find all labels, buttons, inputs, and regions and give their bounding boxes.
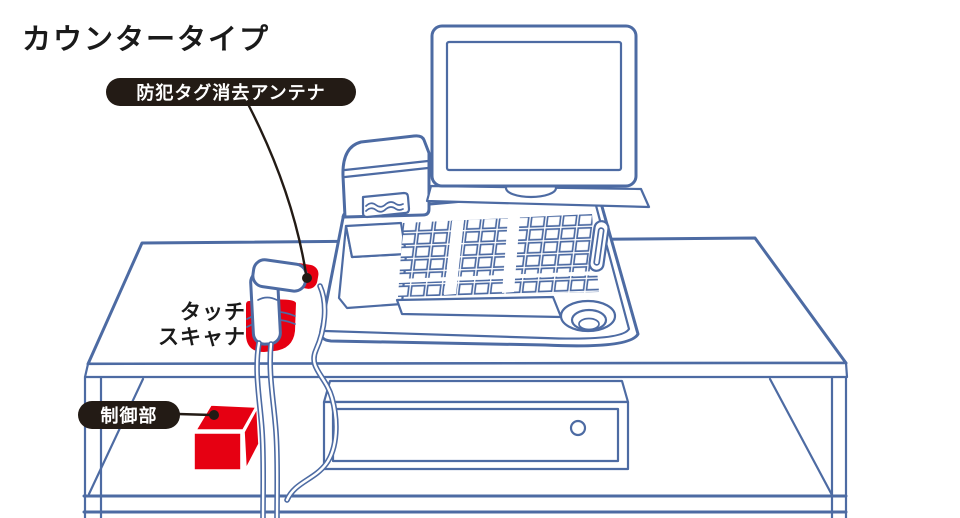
scanner-cable bbox=[254, 283, 339, 518]
monitor-bezel bbox=[430, 24, 638, 188]
scanner-head bbox=[251, 258, 308, 293]
cash-drawer-front bbox=[322, 400, 630, 471]
cup-inner-rim bbox=[570, 308, 608, 332]
control-unit-side-face bbox=[243, 407, 260, 470]
left-brace bbox=[87, 377, 145, 496]
keyboard-row-gap bbox=[398, 271, 599, 283]
antenna-label-text: 防犯タグ消去アンテナ bbox=[136, 83, 326, 103]
cash-drawer bbox=[322, 379, 630, 471]
tabletop-front-edge bbox=[83, 361, 849, 379]
controller-dot bbox=[209, 410, 219, 420]
antenna-label: 防犯タグ消去アンテナ bbox=[106, 78, 356, 106]
right-brace bbox=[768, 377, 834, 497]
antenna-leader-line bbox=[247, 104, 308, 276]
controller-label-text: 制御部 bbox=[100, 406, 158, 426]
scanner-grip-line bbox=[257, 296, 278, 301]
controller-leader-line bbox=[176, 412, 214, 417]
receipt-paper-edge bbox=[365, 201, 404, 213]
stylus-pen bbox=[593, 227, 605, 266]
side-pocket-opening bbox=[344, 221, 408, 259]
register-base-edge-line bbox=[323, 196, 631, 340]
cash-drawer-top bbox=[322, 379, 630, 404]
cash-drawer-lock bbox=[569, 419, 587, 437]
antenna-dot bbox=[302, 273, 312, 283]
scanner-label: タッチ スキャナ bbox=[158, 300, 246, 350]
control-unit-front-face bbox=[193, 432, 242, 471]
page-title: カウンタータイプ bbox=[22, 24, 271, 56]
cup-bottom bbox=[578, 317, 600, 331]
monitor-screen bbox=[445, 40, 623, 172]
scanner-label-line2: スキャナ bbox=[158, 326, 246, 349]
control-unit-box bbox=[193, 404, 260, 471]
keyboard-front-lip bbox=[395, 295, 563, 319]
pos-register bbox=[319, 24, 651, 348]
stylus-holder bbox=[588, 220, 610, 272]
keyboard bbox=[395, 214, 599, 319]
keyboard-gap-2 bbox=[502, 216, 520, 293]
side-pocket bbox=[337, 221, 408, 310]
keyboard-gap-1 bbox=[444, 220, 464, 295]
receipt-printer bbox=[341, 134, 431, 219]
scanner-label-line1: タッチ bbox=[180, 301, 246, 324]
left-leg bbox=[83, 375, 103, 518]
printer-lid-seams bbox=[343, 159, 430, 179]
controller-label: 制御部 bbox=[78, 401, 180, 429]
monitor bbox=[430, 24, 638, 188]
right-leg bbox=[830, 375, 848, 518]
round-coin-cup bbox=[559, 299, 617, 333]
keyboard-keys bbox=[398, 214, 599, 297]
